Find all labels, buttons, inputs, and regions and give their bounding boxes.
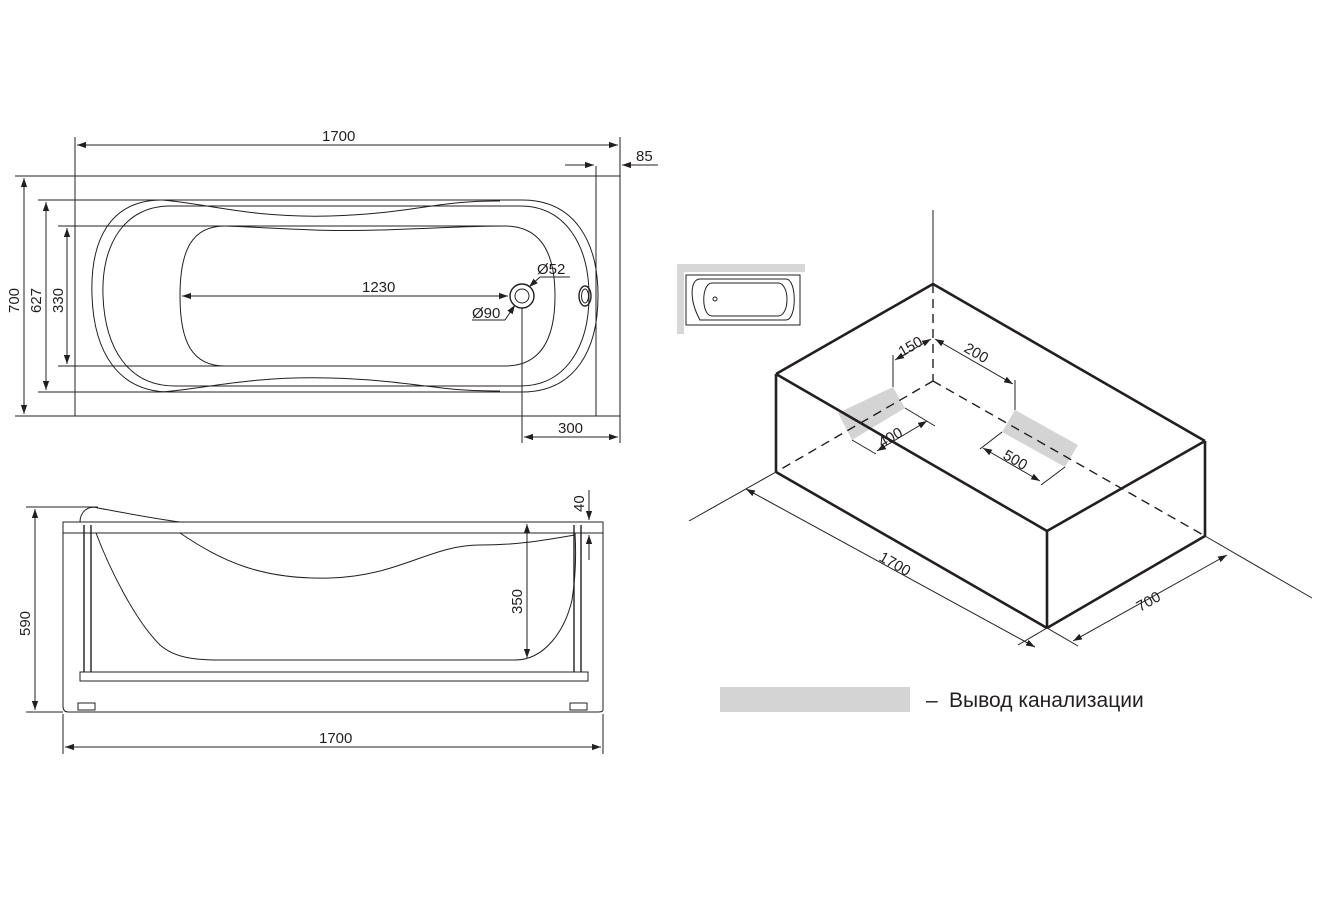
dim-350: 350: [509, 589, 526, 614]
dim-300: 300: [558, 420, 583, 437]
top-view: 1700 85 700 627 330 1230 Ø52 Ø90: [6, 128, 658, 443]
tub-rim-contour: [102, 205, 590, 387]
dim-line-700-iso: [1072, 554, 1228, 642]
orientation-thumbnail: [677, 264, 805, 334]
tub-bottom-contour: [179, 225, 556, 367]
legend: – Вывод канализации: [720, 687, 1144, 712]
dim-line-150: [894, 338, 932, 361]
dim-1700-iso: 1700: [876, 549, 913, 580]
dim-85: 85: [636, 148, 653, 165]
dim-1700-side: 1700: [319, 730, 352, 747]
dim-40: 40: [571, 495, 588, 512]
tub-wave-bottom: [161, 377, 501, 393]
hidden-edge-right: [932, 380, 1206, 537]
dim-diameter-52: Ø52: [537, 261, 565, 278]
drain-zone-right: [1002, 410, 1078, 467]
tub-bottom-wave: [224, 225, 506, 232]
side-frame-bar: [79, 671, 589, 682]
dim-590: 590: [17, 611, 34, 636]
dim-200: 200: [961, 340, 991, 367]
side-tub-profile: [95, 532, 577, 661]
side-view: 590 40 350 1700: [17, 490, 604, 754]
legend-dash: –: [926, 689, 938, 712]
legend-label: Вывод канализации: [949, 689, 1144, 712]
dim-700-top: 700: [6, 288, 23, 313]
dim-150: 150: [896, 333, 926, 360]
leader-90: [504, 304, 516, 321]
legend-swatch: [720, 687, 910, 712]
dim-line-500: [982, 447, 1041, 482]
side-rim: [62, 521, 604, 713]
overflow-hole: [578, 285, 592, 307]
dim-line-1700-iso: [745, 488, 1036, 648]
overflow-hole-inner: [581, 288, 589, 304]
dim-1700-top: 1700: [322, 128, 355, 145]
drain-outer-ring: [509, 283, 535, 309]
dim-330: 330: [50, 288, 67, 313]
dim-500: 500: [1000, 447, 1030, 474]
dim-627: 627: [28, 288, 45, 313]
top-view-outline: [74, 175, 621, 417]
leader-52: [528, 276, 541, 288]
tub-wave-top: [161, 199, 501, 217]
hidden-edge-left: [775, 380, 934, 473]
dim-1230: 1230: [362, 279, 395, 296]
drain-inner-ring: [514, 288, 530, 304]
dim-line-400: [876, 420, 928, 452]
dim-line-200: [934, 338, 1014, 385]
dim-diameter-90: Ø90: [472, 305, 500, 322]
